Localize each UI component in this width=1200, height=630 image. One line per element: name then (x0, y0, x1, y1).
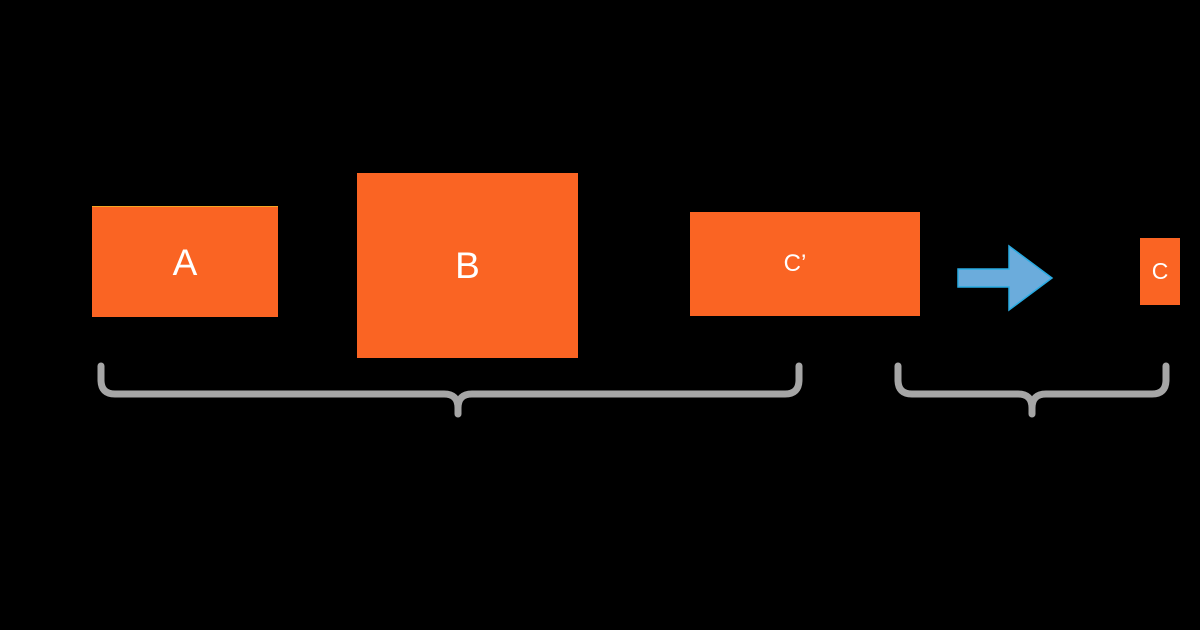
right-arrow-icon (957, 244, 1054, 312)
block-c-prime-label: C’ (783, 250, 807, 277)
block-b-label: B (455, 245, 480, 286)
block-c-prime[interactable]: C’ (690, 212, 920, 316)
block-c-label: C (1151, 258, 1169, 284)
right-group-brace (894, 362, 1170, 418)
block-c[interactable]: C (1140, 238, 1180, 305)
block-a[interactable]: A (92, 206, 278, 317)
block-b[interactable]: B (357, 173, 578, 358)
left-group-brace (97, 362, 803, 418)
block-a-label: A (172, 241, 198, 283)
